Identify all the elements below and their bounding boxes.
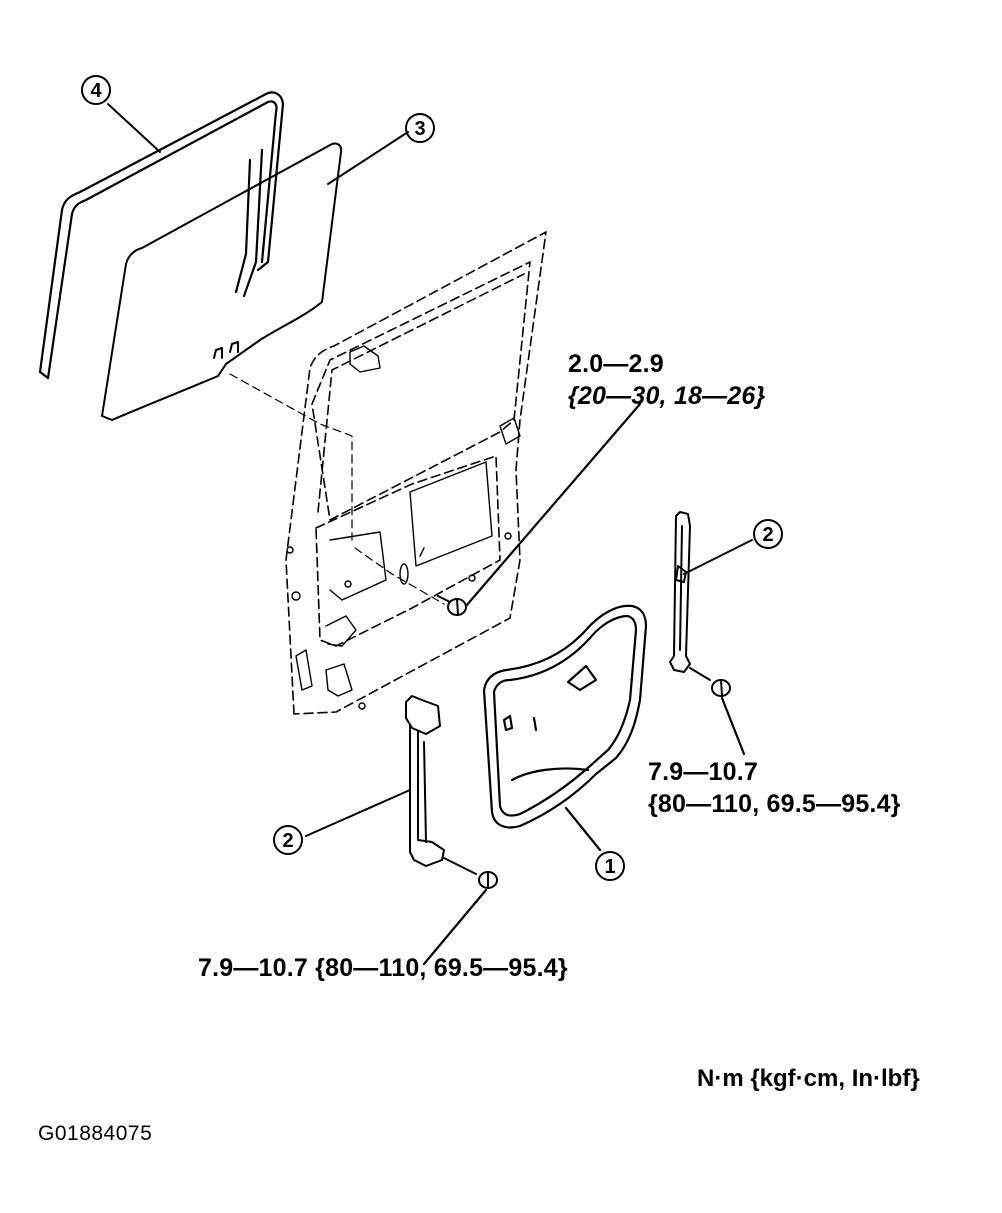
door-glass xyxy=(101,142,343,421)
door-panel xyxy=(285,231,547,715)
torque-top-line1: 2.0—2.9 xyxy=(568,350,664,378)
leader-lines xyxy=(107,103,409,185)
door-screw xyxy=(437,402,642,616)
guide-rail-left xyxy=(305,695,498,966)
callout-1: 1 xyxy=(604,856,615,878)
torque-top-line2: {20—30, 18—26} xyxy=(568,382,766,410)
callout-2-left: 2 xyxy=(282,830,293,852)
torque-right-line2: {80—110, 69.5—95.4} xyxy=(648,790,901,818)
callout-circles xyxy=(81,75,783,881)
hole-cover xyxy=(482,604,648,852)
callout-3: 3 xyxy=(414,118,425,140)
callout-2-right: 2 xyxy=(762,524,773,546)
glass-run-channel xyxy=(38,91,285,380)
units-legend: N·m {kgf·cm, In·lbf} xyxy=(697,1065,920,1092)
callout-4: 4 xyxy=(90,80,102,102)
torque-right-line1: 7.9—10.7 xyxy=(648,758,759,786)
figure-code: G01884075 xyxy=(38,1122,153,1145)
guide-rail-right xyxy=(669,511,753,756)
door-panel-details xyxy=(286,345,521,710)
guide-lines xyxy=(229,373,445,605)
torque-bottom: 7.9—10.7 {80—110, 69.5—95.4} xyxy=(198,954,568,982)
